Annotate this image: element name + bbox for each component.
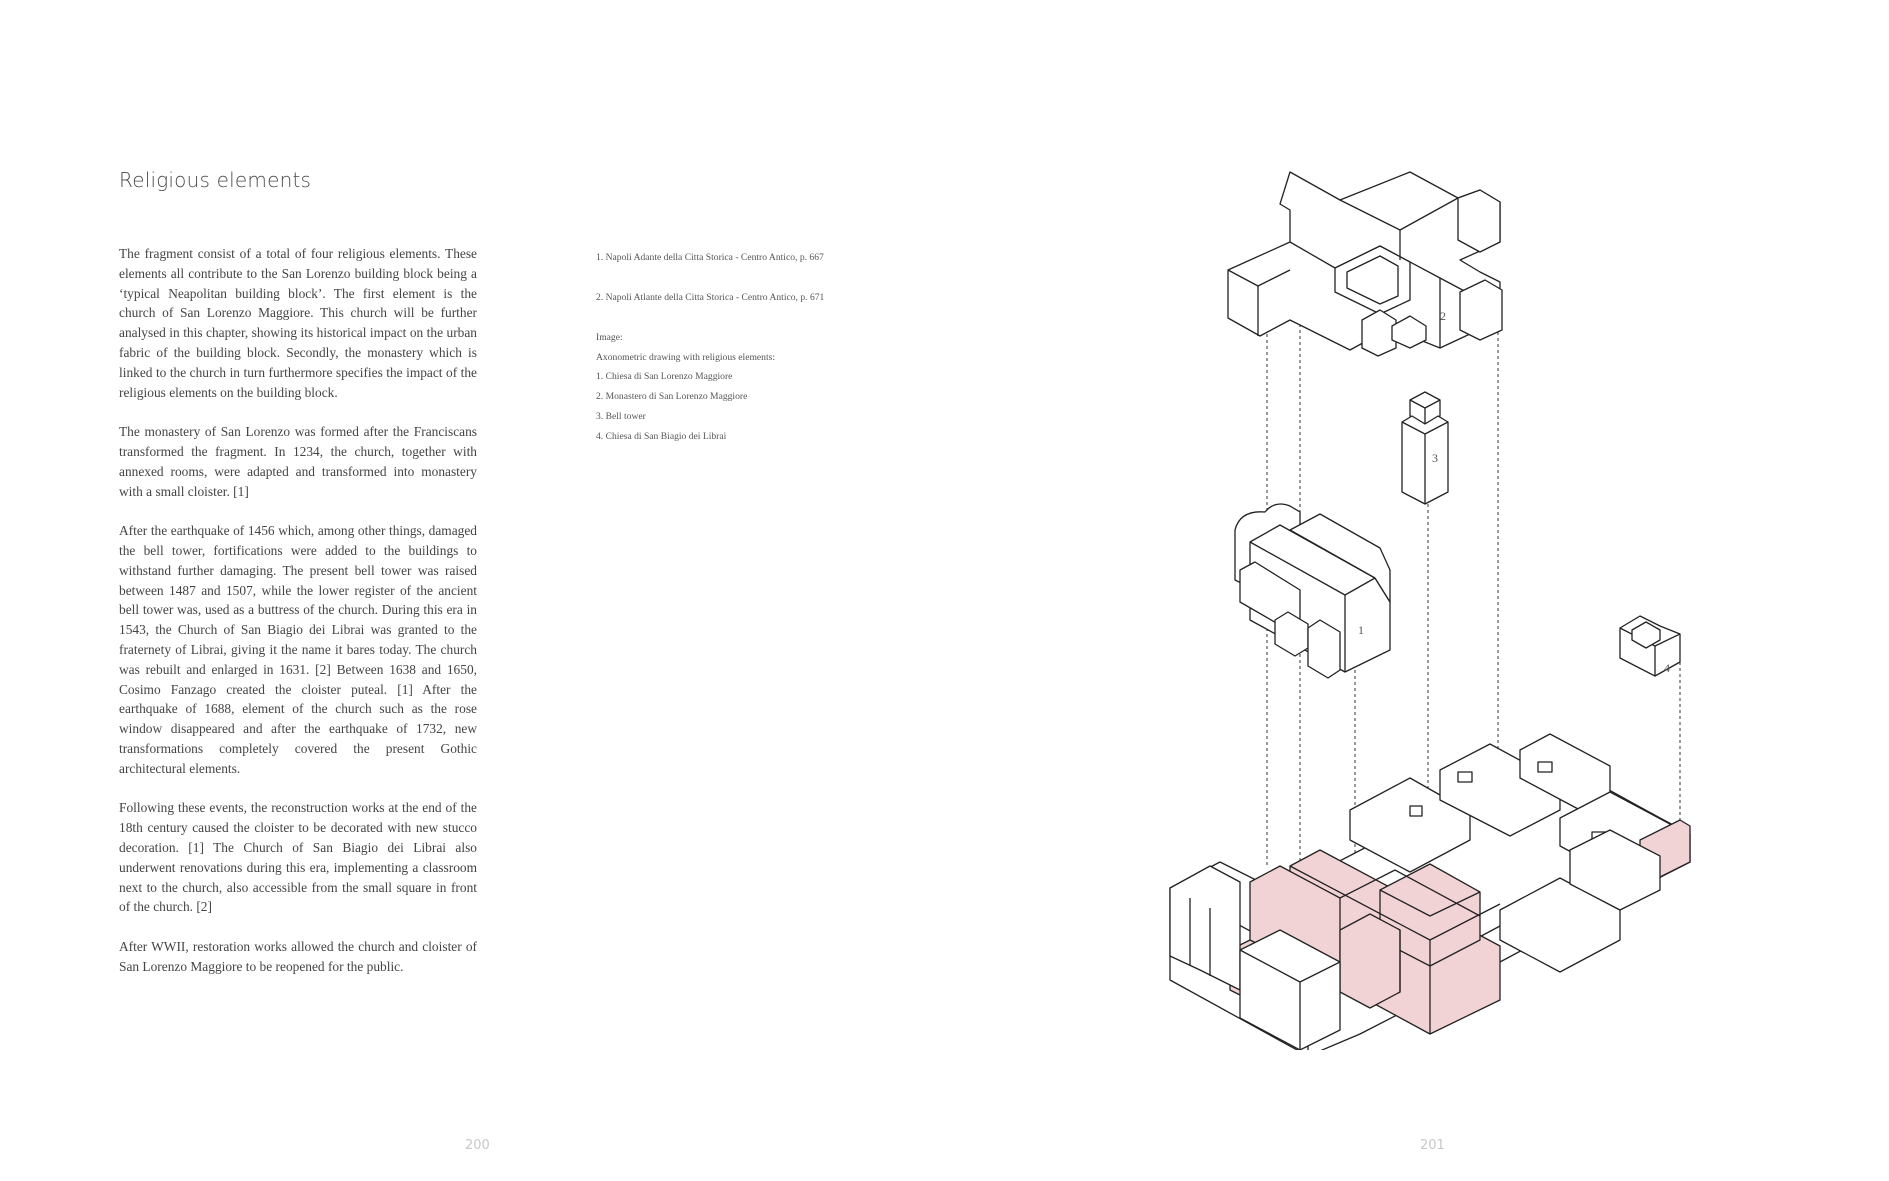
drawing-label-2: 2 <box>1440 309 1446 323</box>
footnote: 2. Napoli Atlante della Citta Storica - … <box>596 291 825 303</box>
building-block-base <box>1169 733 1691 1050</box>
caption-description: Axonometric drawing with religious eleme… <box>596 351 776 363</box>
caption-item: 1. Chiesa di San Lorenzo Maggiore <box>596 371 733 383</box>
san-biagio-block: 4 <box>1619 615 1681 677</box>
church-block: 1 <box>1234 503 1391 679</box>
footnote: 1. Napoli Adante della Citta Storica - C… <box>596 252 824 263</box>
caption-item: 2. Monastero di San Lorenzo Maggiore <box>596 391 748 403</box>
image-caption: Image: Axonometric drawing with religiou… <box>596 328 876 447</box>
caption-item: 4. Chiesa di San Biagio dei Librai <box>596 431 727 443</box>
paragraph: After WWII, restoration works allowed th… <box>119 938 477 974</box>
caption-label: Image: <box>596 331 623 343</box>
left-page: Religious elements The fragment consist … <box>0 0 944 1181</box>
side-notes: 1. Napoli Adante della Citta Storica - C… <box>596 248 876 447</box>
body-text: The fragment consist of a total of four … <box>119 244 477 996</box>
drawing-label-3: 3 <box>1432 451 1438 465</box>
bell-tower: 3 <box>1401 391 1449 505</box>
section-heading: Religious elements <box>119 168 312 192</box>
paragraph: Following these events, the reconstructi… <box>119 800 477 915</box>
page-number-left: 200 <box>465 1138 490 1153</box>
axonometric-drawing: 2 3 1 4 <box>1169 171 1691 1050</box>
paragraph: The fragment consist of a total of four … <box>119 246 477 400</box>
caption-item: 3. Bell tower <box>596 411 646 423</box>
paragraph: The monastery of San Lorenzo was formed … <box>119 424 477 499</box>
page-number-right: 201 <box>1420 1138 1445 1153</box>
drawing-label-1: 1 <box>1358 623 1364 637</box>
drawing-label-4: 4 <box>1664 661 1670 675</box>
right-page: 201 <box>944 0 1889 1181</box>
monastery-block: 2 <box>1227 171 1503 357</box>
paragraph: After the earthquake of 1456 which, amon… <box>119 523 477 776</box>
